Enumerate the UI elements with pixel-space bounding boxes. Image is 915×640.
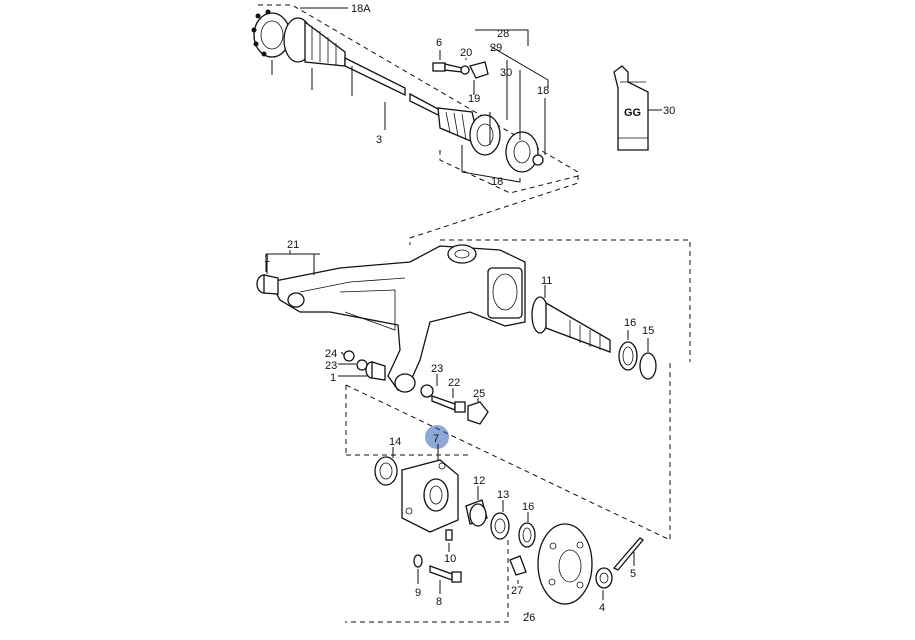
outer-boot[interactable] [304, 20, 346, 67]
castle-nut-4[interactable] [595, 567, 613, 589]
label-26: 26 [523, 612, 535, 624]
arm-frame [409, 175, 691, 362]
spacer-12[interactable] [465, 499, 488, 527]
label-16a: 16 [624, 317, 636, 329]
label-19: 19 [468, 93, 480, 105]
hub-frame-bottom [345, 540, 509, 623]
label-25: 25 [473, 388, 485, 400]
label-23b: 23 [431, 363, 443, 375]
label-22: 22 [448, 377, 460, 389]
bolt-22[interactable] [431, 395, 466, 413]
nut-24[interactable] [343, 350, 355, 362]
hub-flange-26[interactable] [537, 523, 593, 605]
circlip-15[interactable] [639, 352, 657, 380]
label-1a: 1 [264, 253, 270, 265]
trailing-arm-21[interactable] [268, 244, 526, 393]
outer-cv-joint[interactable] [251, 9, 313, 63]
label-27: 27 [511, 585, 523, 597]
label-4: 4 [599, 602, 605, 614]
washer-23b[interactable] [420, 384, 434, 398]
label-13: 13 [497, 489, 509, 501]
driveshaft-assembly: 18A 3 6 20 19 28 29 30 18 18 [251, 3, 579, 194]
label-24: 24 [325, 348, 337, 360]
label-14: 14 [389, 436, 401, 448]
bearing-14[interactable] [374, 456, 398, 486]
hub-assembly: 14 7 12 13 16 10 9 8 27 26 4 5 [345, 362, 671, 624]
inner-cv-joint[interactable] [505, 131, 544, 173]
bushing-1-upper[interactable] [256, 274, 279, 295]
bolt-8[interactable] [429, 565, 462, 583]
wheel-stud-27[interactable] [509, 555, 527, 576]
washer-9[interactable] [413, 554, 423, 568]
grease-tube[interactable]: GG 30 [613, 65, 675, 151]
label-6: 6 [436, 37, 442, 49]
pin-10[interactable] [445, 529, 453, 541]
tube-text: GG [624, 107, 641, 119]
highlight-marker[interactable] [425, 425, 449, 449]
label-29: 29 [490, 42, 502, 54]
shaft-3[interactable] [344, 56, 441, 118]
bearing-housing-7[interactable] [401, 459, 459, 533]
label-16b: 16 [522, 501, 534, 513]
label-15: 15 [642, 325, 654, 337]
label-12: 12 [473, 475, 485, 487]
cotter-pin-5[interactable] [612, 537, 644, 571]
label-21: 21 [287, 239, 299, 251]
label-30a: 30 [500, 67, 512, 79]
label-18-top: 18 [537, 85, 549, 97]
label-9: 9 [415, 587, 421, 599]
label-20: 20 [460, 47, 472, 59]
label-10: 10 [444, 553, 456, 565]
label-1b: 1 [330, 372, 336, 384]
inner-boot[interactable] [437, 107, 501, 156]
label-18-bottom: 18 [491, 176, 503, 188]
label-8: 8 [436, 596, 442, 608]
nut-25[interactable] [467, 401, 489, 425]
label-18A: 18A [351, 3, 371, 15]
seal-16-lower[interactable] [518, 522, 536, 548]
label-11: 11 [541, 275, 552, 287]
hub-frame [345, 362, 671, 541]
label-3: 3 [376, 134, 382, 146]
label-23a: 23 [325, 360, 337, 372]
bearing-13[interactable] [490, 512, 510, 540]
bolt-6[interactable] [432, 62, 470, 75]
label-5: 5 [630, 568, 636, 580]
bushing-1-lower[interactable] [365, 361, 386, 381]
label-28: 28 [497, 28, 509, 40]
label-7: 7 [433, 433, 439, 445]
seal-16-upper[interactable] [618, 341, 638, 371]
label-30-tube: 30 [663, 105, 675, 117]
clip-19[interactable] [469, 61, 489, 79]
trailing-arm-assembly: 21 1 11 16 15 24 23 1 23 22 25 [256, 175, 691, 425]
stub-axle-11[interactable] [531, 296, 611, 353]
